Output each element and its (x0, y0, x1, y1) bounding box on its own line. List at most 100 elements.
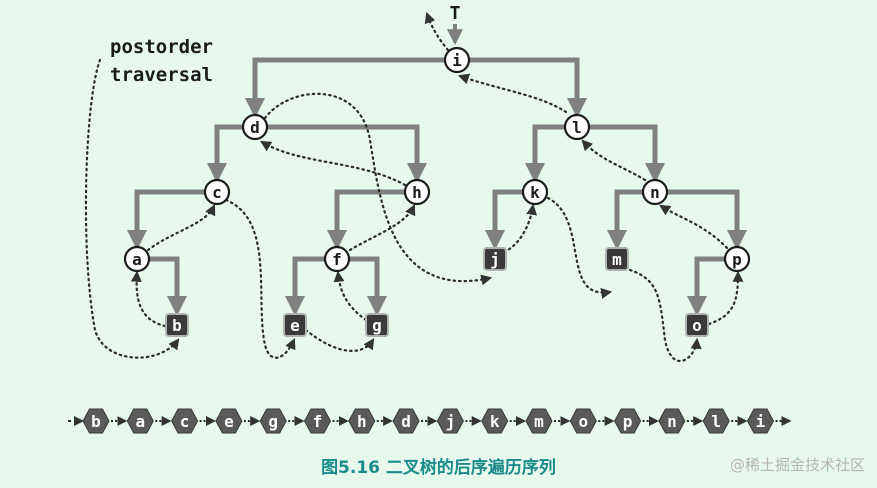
traversal-curve-17 (424, 11, 450, 52)
sequence-item-o-label: o (578, 412, 588, 431)
sequence-item-l: l (702, 408, 730, 434)
sequence-item-o-hex (569, 408, 597, 434)
sequence-item-g: g (259, 408, 287, 434)
sequence-item-h-hex (348, 408, 376, 434)
node-k: k (521, 178, 549, 206)
traversal-label-line1: postorder (110, 36, 213, 58)
sequence-item-a-hex (126, 408, 154, 434)
sequence-item-c-label: c (180, 412, 190, 431)
root-label: T (450, 3, 461, 24)
sequence-item-k-label: k (490, 412, 500, 431)
sequence-item-j: j (436, 408, 464, 434)
edge-i-d (245, 57, 457, 118)
node-h-circle (403, 178, 431, 206)
sequence-item-j-label: j (446, 412, 456, 431)
node-p-circle (723, 245, 751, 273)
sequence-item-h-label: h (357, 412, 367, 431)
sequence-item-f-label: f (313, 412, 323, 431)
node-o-label: o (692, 316, 702, 335)
node-m-box (605, 247, 629, 271)
node-c-circle (203, 178, 231, 206)
traversal-label-line2: traversal (110, 64, 213, 86)
node-l-circle (563, 113, 591, 141)
traversal-label: postorder traversal (110, 33, 213, 89)
sequence-item-c-hex (171, 408, 199, 434)
node-g-label: g (372, 316, 382, 335)
node-p-label: p (732, 250, 742, 269)
edge-p-o (687, 256, 737, 316)
sequence-item-f-hex (303, 408, 332, 434)
sequence-item-b-label: b (91, 412, 101, 431)
sequence-item-o: o (569, 408, 597, 434)
node-i-label: i (452, 51, 462, 70)
sequence-item-b-hex (82, 408, 110, 434)
edge-i-l (457, 57, 587, 118)
traversal-path (84, 11, 744, 362)
sequence-item-g-label: g (268, 412, 278, 431)
sequence-item-d-label: d (401, 412, 411, 431)
traversal-curve-11 (546, 196, 613, 299)
node-c: c (203, 178, 231, 206)
edge-k-j (485, 189, 535, 250)
sequence-item-e-label: e (224, 412, 234, 431)
edge-f-e (285, 256, 337, 316)
sequence-item-n-label: n (667, 412, 677, 431)
node-f-circle (323, 245, 351, 273)
node-i: i (443, 46, 471, 74)
sequence-item-f: f (303, 408, 332, 434)
traversal-curve-7 (348, 204, 416, 252)
sequence-item-g-hex (259, 408, 287, 434)
node-j-box (483, 247, 507, 271)
sequence-item-m-label: m (534, 412, 544, 431)
node-k-circle (521, 178, 549, 206)
node-p: p (723, 245, 751, 273)
edge-l-n (577, 124, 665, 183)
node-a-label: a (132, 250, 142, 269)
node-n: n (641, 178, 669, 206)
sequence-item-l-hex (702, 408, 730, 434)
node-b: b (165, 313, 189, 337)
node-d: d (241, 113, 269, 141)
node-i-circle (443, 46, 471, 74)
sequence-item-l-label: l (711, 412, 721, 431)
traversal-curve-16 (457, 73, 568, 114)
node-e-label: e (290, 316, 300, 335)
node-d-label: d (250, 118, 260, 137)
traversal-curve-1 (84, 58, 180, 359)
node-h-label: h (412, 183, 422, 202)
node-c-label: c (212, 183, 222, 202)
sequence-item-e-hex (215, 408, 243, 434)
sequence-item-n-hex (658, 408, 686, 434)
edge-n-p (655, 189, 747, 250)
traversal-curve-8 (260, 140, 407, 187)
traversal-curve-5 (304, 328, 375, 352)
sequence-item-k-hex (481, 408, 509, 434)
sequence-item-p-hex (614, 408, 642, 434)
sequence-item-i-hex (746, 408, 775, 434)
traversal-curve-12 (628, 268, 702, 362)
sequence-item-j-hex (436, 408, 464, 434)
sequence-item-m: m (525, 408, 553, 434)
sequence-item-k: k (481, 408, 509, 434)
sequence-item-c: c (171, 408, 199, 434)
node-l: l (563, 113, 591, 141)
traversal-curve-13 (707, 270, 744, 326)
node-o: o (685, 313, 709, 337)
root-marker: T (447, 3, 463, 46)
traversal-curve-3 (146, 204, 216, 252)
node-j-label: j (490, 250, 500, 269)
edge-d-h (255, 124, 427, 183)
node-a: a (123, 245, 151, 273)
node-f-label: f (332, 250, 342, 269)
watermark: @稀土掘金技术社区 (729, 456, 865, 474)
traversal-curve-9 (263, 92, 493, 286)
traversal-curve-4 (224, 198, 296, 359)
node-b-label: b (172, 316, 182, 335)
node-j: j (483, 247, 507, 271)
node-g-box (365, 313, 389, 337)
sequence-item-p: p (614, 408, 642, 434)
node-n-circle (641, 178, 669, 206)
node-n-label: n (650, 183, 660, 202)
edge-a-b (137, 256, 187, 316)
